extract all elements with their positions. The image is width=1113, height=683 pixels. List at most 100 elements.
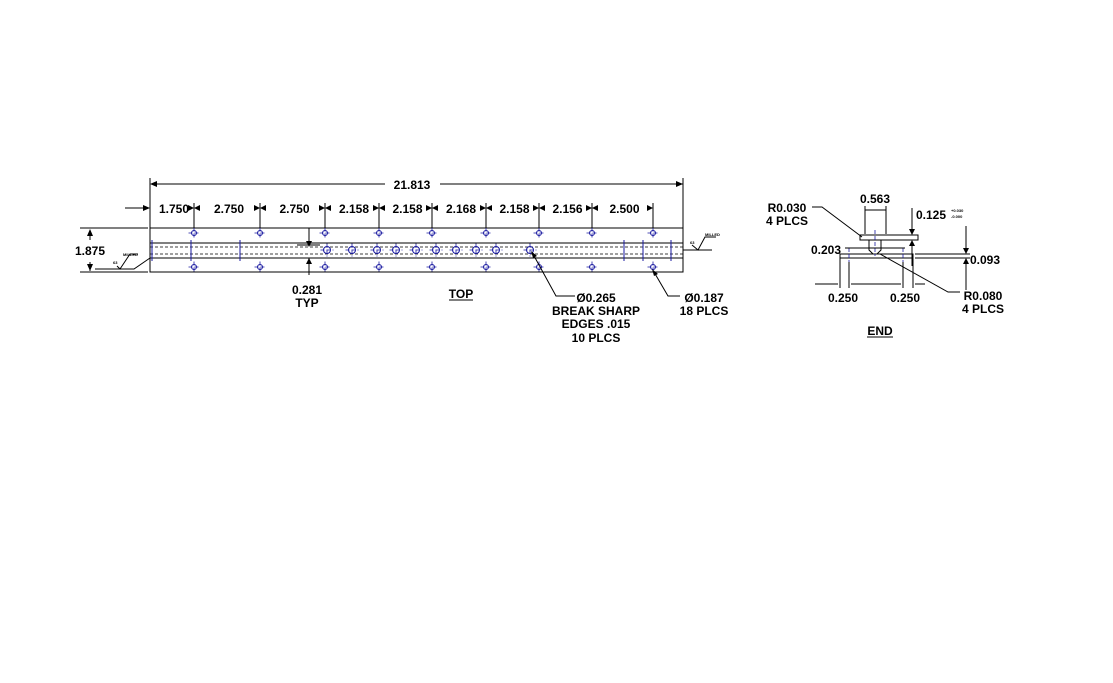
dimension-arrow [379, 205, 385, 211]
small-hole [188, 261, 200, 273]
large-hole [320, 243, 334, 257]
end-view: 0.563 0.125 +0.030 -0.000 0.203 0.093 [766, 192, 1004, 338]
dimension-arrow [533, 205, 539, 211]
spacing-dim: 2.750 [214, 202, 244, 216]
dimension-arrow [188, 205, 194, 211]
dimension-arrow [254, 205, 260, 211]
large-hole [345, 243, 359, 257]
finish-value: 63 [690, 240, 695, 245]
callout-line: Ø0.265 [576, 291, 616, 305]
small-hole [254, 261, 266, 273]
width-dim: 1.875 [75, 244, 105, 258]
spacing-dim: 2.156 [552, 202, 582, 216]
small-hole [647, 227, 659, 239]
channel-width-dim: 0.281 [292, 283, 322, 297]
spacing-dimensions: 1.750 2.750 2.750 2.158 2.158 2.168 2.158 2.156… [149, 202, 654, 228]
large-hole [489, 243, 503, 257]
spacing-dim: 2.750 [279, 202, 309, 216]
finish-note: MILLED [705, 232, 720, 237]
radius-large-callout: R0.080 4 PLCS [879, 253, 1004, 316]
small-hole [373, 227, 385, 239]
finish-note: MILLED [123, 252, 138, 257]
dimension-arrow [194, 205, 200, 211]
small-hole [533, 261, 545, 273]
dimension-arrow [647, 205, 653, 211]
large-hole [429, 243, 443, 257]
small-hole [188, 227, 200, 239]
callout-line: R0.080 [964, 289, 1003, 303]
width-dimension: 1.875 [75, 227, 148, 273]
small-hole [319, 227, 331, 239]
surface-finish-symbol-left: 63 MILLED [95, 252, 151, 270]
flange-thickness-dimension: 0.125 +0.030 -0.000 [890, 208, 964, 266]
dimension-arrow [260, 205, 266, 211]
large-hole [389, 243, 403, 257]
small-hole [319, 261, 331, 273]
dimension-arrow [325, 205, 331, 211]
dimension-arrow [486, 205, 492, 211]
dimension-arrow [426, 205, 432, 211]
base-plate [839, 253, 914, 259]
callout-line: 18 PLCS [680, 304, 729, 318]
callout-line: 10 PLCS [572, 331, 621, 345]
base-thickness-dimension: 0.093 [915, 226, 1000, 290]
view-title-end: END [867, 324, 893, 338]
large-hole [370, 243, 384, 257]
dimension-arrow [319, 205, 325, 211]
hole-pattern [151, 227, 672, 273]
overall-length-dimension: 21.813 [149, 178, 684, 228]
channel-dimension: 0.281 TYP [292, 241, 322, 310]
top-view: 21.813 1.750 2.750 2.750 2.158 2.158 2.168 2.1… [75, 178, 728, 345]
tolerance-upper: +0.030 [951, 208, 964, 213]
top-width-dim: 0.563 [860, 192, 890, 206]
small-hole [586, 261, 598, 273]
right-offset-dim: 0.250 [890, 291, 920, 305]
left-offset-dim: 0.250 [828, 291, 858, 305]
callout-line: 4 PLCS [766, 214, 808, 228]
tolerance-lower: -0.000 [951, 214, 963, 219]
callout-line: BREAK SHARP [552, 304, 640, 318]
callout-line: 4 PLCS [962, 302, 1004, 316]
spacing-dim: 2.500 [609, 202, 639, 216]
top-flange [859, 234, 919, 241]
callout-line: EDGES .015 [562, 317, 631, 331]
view-title-top: TOP [449, 287, 473, 301]
dimension-arrow [592, 205, 598, 211]
base-thickness-dim: 0.093 [970, 253, 1000, 267]
overall-length-dim: 21.813 [394, 178, 431, 192]
dimension-arrow [373, 205, 379, 211]
small-hole [480, 227, 492, 239]
dimension-arrow [539, 205, 545, 211]
small-hole [373, 261, 385, 273]
small-hole [586, 227, 598, 239]
finish-value: 63 [113, 260, 118, 265]
large-hole [449, 243, 463, 257]
dimension-arrow [480, 205, 486, 211]
stem-width-dim: 0.203 [811, 243, 841, 257]
small-hole [254, 227, 266, 239]
spacing-dim: 2.158 [499, 202, 529, 216]
small-hole [480, 261, 492, 273]
small-hole-callout: Ø0.187 18 PLCS [652, 269, 728, 318]
dimension-arrow [586, 205, 592, 211]
callout-line: R0.030 [768, 201, 807, 215]
surface-finish-symbol-right: 63 MILLED [683, 232, 720, 251]
large-hole-callout: Ø0.265 BREAK SHARP EDGES .015 10 PLCS [531, 251, 640, 345]
spacing-dim: 2.158 [392, 202, 422, 216]
radius-small-callout: R0.030 4 PLCS [766, 201, 863, 238]
stem-width-dimension: 0.203 [811, 243, 905, 257]
large-hole [523, 243, 537, 257]
spacing-dim: 2.158 [339, 202, 369, 216]
large-hole [409, 243, 423, 257]
typ-note: TYP [295, 296, 318, 310]
spacing-dim: 1.750 [159, 202, 189, 216]
dimension-arrow [432, 205, 438, 211]
top-width-dimension: 0.563 [860, 192, 890, 234]
flange-thickness-dim: 0.125 [916, 208, 946, 222]
small-hole [426, 261, 438, 273]
spacing-dim: 2.168 [446, 202, 476, 216]
small-hole [533, 227, 545, 239]
callout-line: Ø0.187 [684, 291, 724, 305]
large-hole [469, 243, 483, 257]
